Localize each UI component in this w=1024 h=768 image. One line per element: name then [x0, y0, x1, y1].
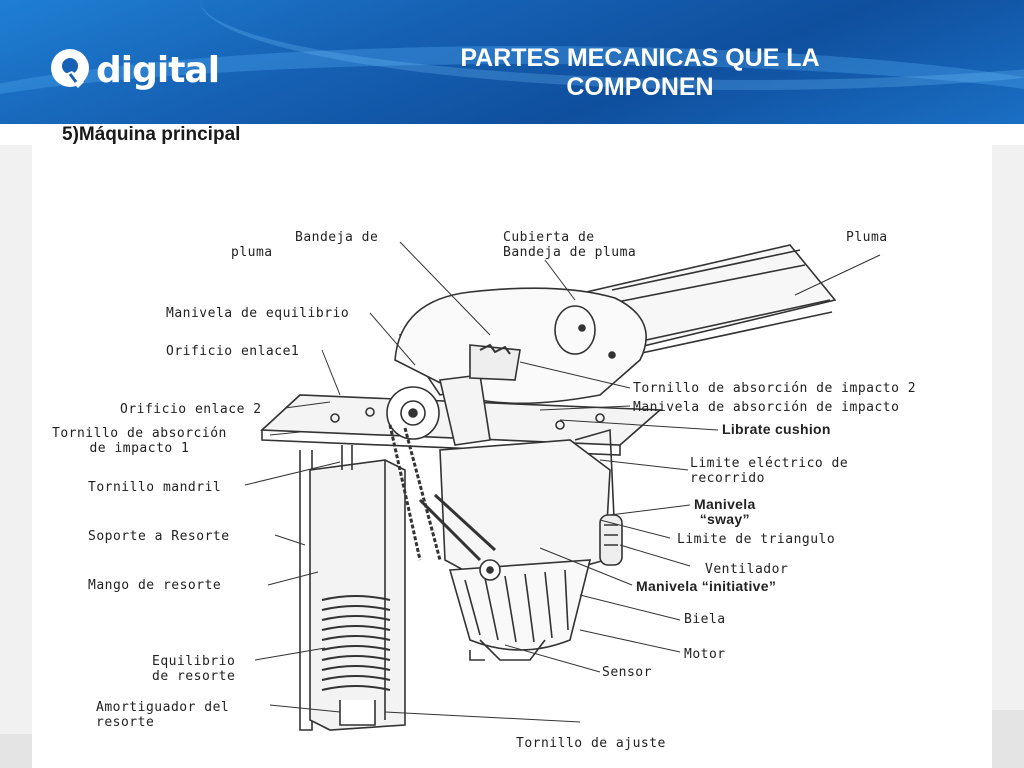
- label-biela: Biela: [684, 612, 726, 627]
- crank-assembly: [386, 343, 521, 561]
- label-mango-de-resorte: Mango de resorte: [88, 578, 222, 593]
- motor-gearbox: [418, 428, 623, 661]
- leader-lines: [244, 241, 881, 723]
- slide-margin-right: [992, 145, 1024, 765]
- label-manivela-sway: Manivela “sway”: [694, 496, 756, 527]
- label-bandeja-de-pluma: Bandeja de pluma: [231, 230, 379, 260]
- label-manivela-de-equilibrio: Manivela de equilibrio: [166, 306, 350, 321]
- label-amortiguador-del-resorte: Amortiguador del resorte: [96, 700, 230, 730]
- label-ventilador: Ventilador: [705, 562, 789, 577]
- q-logo-icon: [51, 49, 89, 88]
- label-manivela-absorcion: Manivela de absorción de impacto: [633, 400, 900, 415]
- page-title: PARTES MECANICAS QUE LA COMPONEN: [460, 44, 820, 101]
- slide-margin-bottom: [992, 710, 1024, 768]
- header-banner: [0, 0, 1024, 124]
- label-tornillo-mandril: Tornillo mandril: [88, 480, 222, 495]
- label-sensor: Sensor: [602, 665, 652, 680]
- label-motor: Motor: [684, 647, 726, 662]
- slide-margin-left: [0, 145, 32, 765]
- label-cubierta-de-bandeja: Cubierta de Bandeja de pluma: [503, 230, 637, 260]
- logo-wordmark: digital: [96, 50, 220, 91]
- slide-margin-bottom: [0, 734, 32, 768]
- section-heading: 5)Máquina principal: [62, 124, 241, 145]
- label-tornillo-absorcion-1: Tornillo de absorción de impacto 1: [52, 426, 227, 456]
- machine-diagram: [244, 241, 881, 731]
- label-tornillo-absorcion-2: Tornillo de absorción de impacto 2: [633, 381, 917, 396]
- spring-coils: [321, 595, 391, 691]
- header-swoosh: [200, 0, 1024, 90]
- label-limite-electrico: Limite eléctrico de recorrido: [690, 456, 849, 486]
- spring-column: [299, 445, 406, 731]
- label-tornillo-de-ajuste: Tornillo de ajuste: [516, 736, 666, 751]
- label-limite-de-triangulo: Limite de triangulo: [677, 532, 836, 547]
- label-orificio-enlace-2: Orificio enlace 2: [120, 402, 262, 417]
- label-equilibrio-de-resorte: Equilibrio de resorte: [152, 654, 236, 684]
- label-librate-cushion: Librate cushion: [722, 421, 831, 437]
- label-pluma: Pluma: [846, 230, 888, 245]
- label-soporte-a-resorte: Soporte a Resorte: [88, 529, 230, 544]
- label-orificio-enlace-1: Orificio enlace1: [166, 344, 300, 359]
- boom-cover: [394, 287, 647, 405]
- label-manivela-initiative: Manivela “initiative”: [636, 578, 777, 594]
